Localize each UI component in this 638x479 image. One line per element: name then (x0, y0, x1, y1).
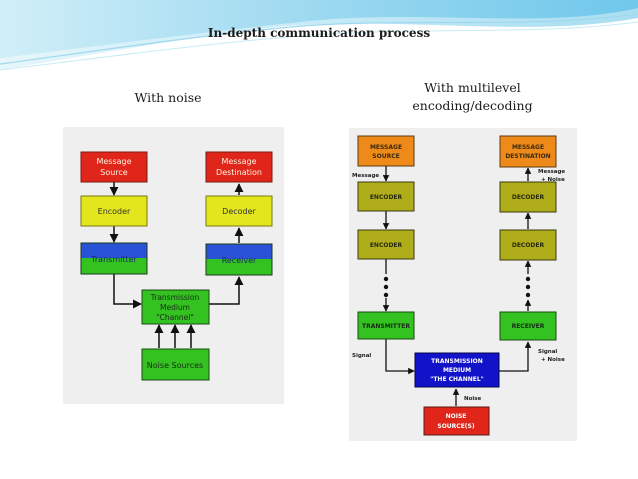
right-noise-sources-box: NOISE SOURCE(S) (423, 406, 490, 436)
dot-left-1 (383, 276, 389, 282)
right-encoder-1-box: ENCODER (357, 181, 415, 212)
left-noise-sources-label: Noise Sources (147, 361, 203, 370)
left-message-destination-box: Message Destination (205, 151, 273, 183)
dot-left-2 (383, 284, 389, 290)
left-message-destination-line-1: Message (221, 157, 256, 166)
left-transmitter-label: Transmitter (90, 255, 137, 264)
right-channel-line-1: TRANSMISSION (431, 358, 483, 365)
arrow-r-channel-to-receiver (499, 341, 532, 372)
left-receiver-box: Receiver (205, 243, 273, 276)
right-message-destination-line-1: MESSAGE (512, 144, 544, 151)
right-signal-noise-label-line-2: + Noise (541, 357, 565, 363)
left-encoder-box: Encoder (80, 195, 148, 227)
right-noise-label: Noise (464, 396, 482, 402)
arrow-channel-to-receiver (209, 276, 244, 305)
right-decoder-1-label: DECODER (512, 194, 545, 201)
left-receiver-label: Receiver (222, 256, 257, 265)
right-connectors (382, 166, 532, 406)
left-connectors (109, 182, 244, 348)
dot-right-3 (525, 292, 531, 298)
arrow-r-transmitter-to-channel (385, 339, 415, 375)
right-transmitter-label: TRANSMITTER (362, 323, 410, 330)
right-channel-line-3: "THE CHANNEL" (430, 376, 484, 383)
dot-right-2 (525, 284, 531, 290)
right-caption: With multilevel encoding/decoding (385, 79, 560, 115)
right-encoder-2-box: ENCODER (357, 229, 415, 260)
right-ellipsis-dots (383, 276, 531, 298)
left-message-destination-line-2: Destination (216, 168, 262, 177)
right-encoder-1-label: ENCODER (370, 194, 403, 201)
right-message-source-box: MESSAGE SOURCE (357, 135, 415, 167)
right-message-source-line-2: SOURCE (372, 153, 399, 160)
right-signal-label: Signal (352, 353, 371, 359)
left-decoder-label: Decoder (222, 207, 256, 216)
right-decoder-1-box: DECODER (499, 181, 557, 213)
left-encoder-label: Encoder (98, 207, 131, 216)
right-noise-sources-line-2: SOURCE(S) (437, 423, 474, 430)
right-decoder-2-label: DECODER (512, 242, 545, 249)
right-channel-line-2: MEDIUM (443, 367, 471, 374)
right-channel-box: TRANSMISSION MEDIUM "THE CHANNEL" (414, 352, 500, 388)
left-message-source-box: Message Source (80, 151, 148, 183)
right-encoder-2-label: ENCODER (370, 242, 403, 249)
right-caption-line-1: With multilevel (424, 80, 521, 95)
right-message-destination-line-2: DESTINATION (505, 153, 550, 160)
left-message-source-line-2: Source (100, 168, 128, 177)
arrow-transmitter-to-channel (113, 274, 142, 309)
header-wave-decoration (0, 0, 638, 71)
right-message-source-line-1: MESSAGE (370, 144, 402, 151)
left-channel-box: Transmission Medium "Channel" (141, 289, 210, 325)
left-channel-line-2: Medium (160, 303, 190, 312)
slide-title: In-depth communication process (207, 26, 431, 40)
right-message-noise-label-line-2: + Noise (541, 177, 565, 183)
dot-right-1 (525, 276, 531, 282)
right-message-destination-box: MESSAGE DESTINATION (499, 135, 557, 168)
left-noise-sources-box: Noise Sources (141, 348, 210, 381)
right-signal-noise-label-line-1: Signal (538, 349, 557, 355)
left-message-source-line-1: Message (96, 157, 131, 166)
right-caption-line-2: encoding/decoding (412, 98, 533, 113)
right-noise-sources-line-1: NOISE (446, 413, 467, 420)
right-transmitter-box: TRANSMITTER (357, 311, 415, 340)
left-transmitter-box: Transmitter (80, 242, 148, 275)
right-decoder-2-box: DECODER (499, 229, 557, 261)
right-message-label: Message (352, 173, 379, 179)
right-receiver-box: RECEIVER (499, 311, 557, 341)
left-channel-line-1: Transmission (150, 293, 200, 302)
left-channel-line-3: "Channel" (156, 313, 194, 322)
left-caption: With noise (134, 90, 202, 105)
dot-left-3 (383, 292, 389, 298)
left-decoder-box: Decoder (205, 195, 273, 227)
right-receiver-label: RECEIVER (512, 323, 545, 330)
right-message-noise-label-line-1: Message (538, 169, 565, 175)
